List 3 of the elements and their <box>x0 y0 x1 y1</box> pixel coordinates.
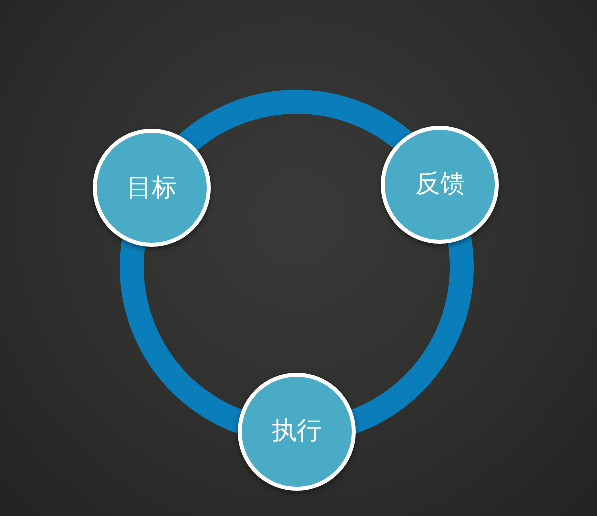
step-label: 目标 <box>126 174 177 202</box>
step-label: 反馈 <box>415 171 466 199</box>
step-label: 执行 <box>272 418 322 446</box>
